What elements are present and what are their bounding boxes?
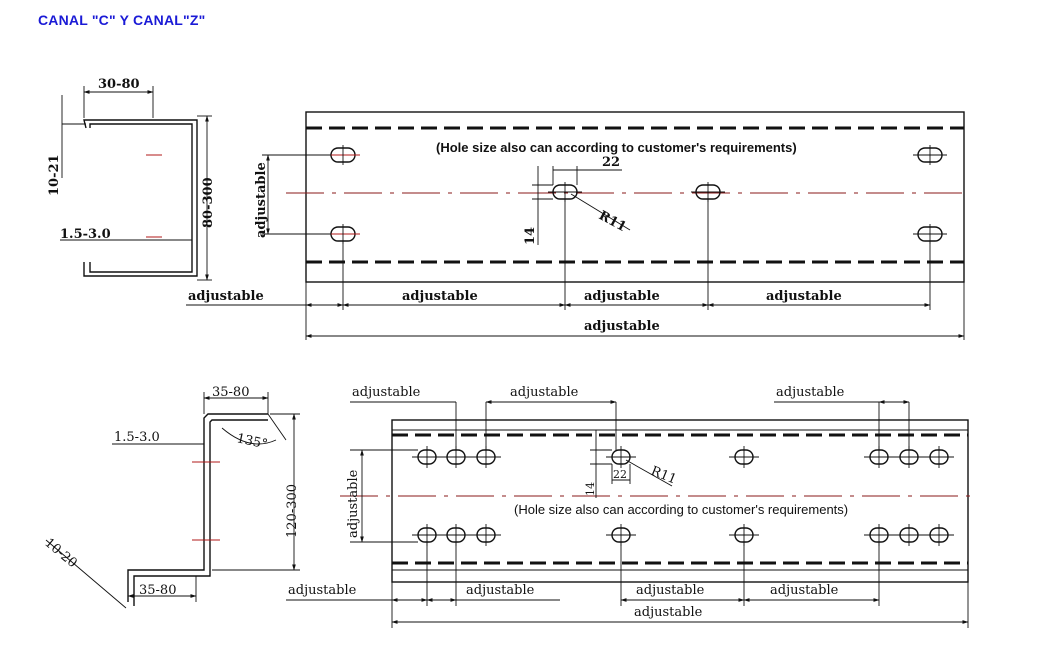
z-adjustable-span-3: adjustable (770, 583, 839, 598)
c-flange-dim: 30-80 (98, 77, 140, 92)
z-channel-elevation: (Hole size also can according to custome… (286, 385, 976, 628)
c-thickness-dim: 1.5-3.0 (60, 227, 111, 242)
z-adjustable-total: adjustable (634, 605, 703, 620)
z-thickness-dim: 1.5-3.0 (114, 430, 160, 445)
c-hole-length: 22 (602, 155, 620, 170)
c-hole-width: 14 (523, 227, 538, 245)
c-channel-elevation: (Hole size also can according to custome… (186, 111, 970, 340)
c-adjustable-total: adjustable (584, 319, 660, 334)
z-adjustable-span-1: adjustable (466, 583, 535, 598)
z-hole-length: 22 (613, 468, 627, 481)
z-height-dim: 120-300 (285, 484, 300, 538)
c-profile-outer (83, 119, 198, 277)
c-web-outline (305, 111, 965, 283)
z-bottom-flange-dim: 35-80 (139, 583, 176, 598)
z-profile-inner (133, 419, 268, 606)
c-adjustable-end: adjustable (188, 289, 264, 304)
c-holes (326, 145, 947, 244)
c-adjustable-span-2: adjustable (584, 289, 660, 304)
c-radius: R11 (596, 208, 629, 235)
c-hole-note: (Hole size also can according to custome… (436, 140, 797, 155)
c-adjustable-span-1: adjustable (402, 289, 478, 304)
c-height-dim: 80-300 (201, 177, 216, 228)
page-title: CANAL "C" Y CANAL"Z" (38, 12, 206, 28)
z-adjustable-top-2: adjustable (510, 385, 579, 400)
z-adjustable-top-1: adjustable (352, 385, 421, 400)
z-lip-dim: 10-20 (41, 536, 79, 572)
z-web-outline (391, 419, 969, 583)
c-vertical-adjustable: adjustable (254, 162, 269, 238)
z-adjustable-span-2: adjustable (636, 583, 705, 598)
z-hole-width: 14 (584, 482, 597, 496)
z-adjustable-end: adjustable (288, 583, 357, 598)
c-lip-dim: 10-21 (47, 154, 62, 196)
z-adjustable-top-3: adjustable (776, 385, 845, 400)
c-adjustable-span-3: adjustable (766, 289, 842, 304)
z-profile-outer (127, 413, 268, 602)
z-radius: R11 (649, 464, 679, 488)
z-hole-note: (Hole size also can according to custome… (514, 502, 848, 517)
z-channel-section: 35-80 1.5-3.0 135° 120-300 35-80 10-20 (41, 385, 300, 609)
c-channel-section: 30-80 10-21 80-300 1.5-3.0 (47, 77, 216, 281)
z-vertical-adjustable: adjustable (346, 469, 361, 538)
z-top-flange-dim: 35-80 (212, 385, 249, 400)
z-angle-dim: 135° (235, 431, 269, 452)
c-profile-inner (89, 123, 193, 273)
